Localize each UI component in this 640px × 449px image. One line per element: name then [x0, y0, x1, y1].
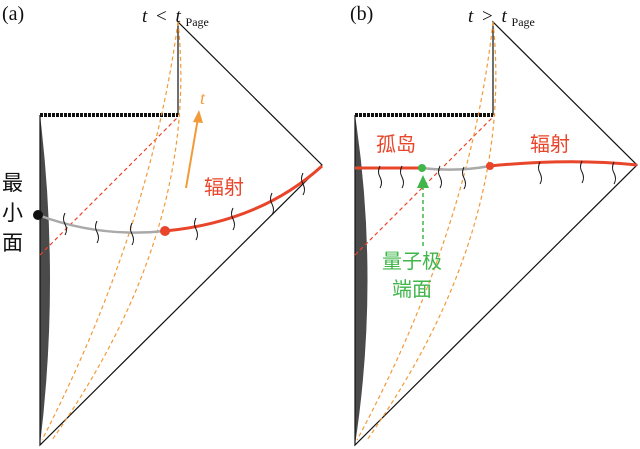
panel-b-radiation-label: 辐射 [530, 132, 570, 156]
panel-a-time-arrow-head [193, 110, 203, 123]
panel-a-squiggles [63, 172, 305, 246]
panel-b-qes-point [418, 164, 426, 172]
squiggle [462, 166, 466, 190]
panel-b-squiggles [378, 160, 616, 190]
panel-a-radiation-slice [164, 164, 324, 233]
squiggle [270, 192, 274, 216]
panel-b-op: > [482, 6, 493, 27]
panel-a-interior-slice [37, 213, 166, 234]
panel-a-radiation-label: 辐射 [204, 175, 244, 199]
squiggle [95, 220, 99, 244]
panel-a-t: t [142, 6, 148, 27]
squiggle [580, 160, 584, 184]
panel-b-qes-arrow-head [417, 175, 429, 188]
panel-a-horizon-point [160, 226, 170, 236]
panel-a-time-condition: t < t Page [142, 6, 209, 29]
panel-b-interior-slice [421, 164, 491, 171]
squiggle [400, 165, 404, 189]
panel-b-horizon-point [486, 162, 494, 170]
panel-a-dark-region [40, 115, 50, 445]
panel-b-t: t [468, 6, 474, 27]
squiggle [130, 222, 134, 246]
panel-b: (b) t > t Page [350, 3, 638, 447]
squiggle [438, 165, 442, 189]
panel-a-qes-label-2: 小 [2, 201, 23, 225]
panel-b-tpage-sub: Page [512, 15, 535, 29]
squiggle [63, 212, 67, 236]
panel-a-tpage-sub: Page [186, 15, 209, 29]
panel-b-island-label: 孤岛 [376, 132, 416, 156]
panel-a-qes-point [33, 210, 43, 220]
panel-a-horizon-line [39, 114, 181, 256]
panel-a-penrose-outline [39, 20, 323, 447]
panel-b-dark-region [355, 115, 368, 445]
panel-a-op: < [156, 6, 167, 27]
panel-a-cutoff-curve-1 [41, 21, 179, 441]
panel-b-tpage-t: t [502, 6, 508, 27]
panel-a-time-arrow-label: t [200, 88, 206, 108]
squiggle [194, 217, 198, 241]
panel-b-time-condition: t > t Page [468, 6, 535, 29]
panel-b-label: (b) [350, 3, 373, 25]
panel-a-qes-label-3: 面 [2, 231, 23, 255]
panel-b-qes-label-2: 端面 [392, 277, 432, 301]
squiggle [612, 161, 616, 185]
squiggle [538, 161, 542, 185]
squiggle [378, 165, 382, 189]
panel-a-label: (a) [2, 3, 24, 25]
panel-b-qes-label-1: 量子极 [382, 249, 442, 273]
panel-a: (a) t < t Page t [2, 3, 324, 447]
squiggle [231, 207, 235, 231]
panel-a-qes-label-1: 最 [2, 171, 23, 195]
panel-b-cutoff-curve-2 [366, 21, 497, 441]
panel-a-tpage-t: t [176, 6, 182, 27]
panel-b-radiation-slice [489, 160, 638, 168]
panel-a-time-arrow [185, 117, 199, 189]
squiggle [301, 172, 305, 196]
panel-b-cutoff-curve-1 [356, 21, 494, 441]
